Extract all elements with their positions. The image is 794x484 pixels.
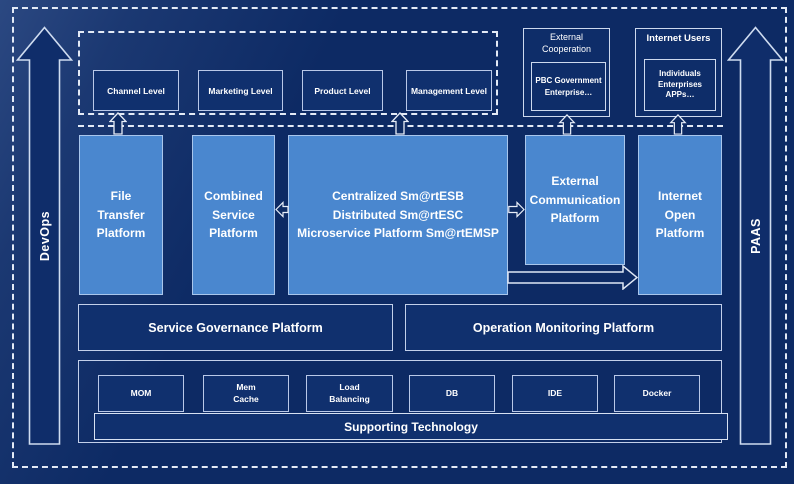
external-cooperation-members: PBC Government Enterprise… xyxy=(531,62,606,111)
external-cooperation-title: External Cooperation xyxy=(541,32,592,54)
up-arrow-paas-icon xyxy=(727,26,785,445)
level-box-marketing: Marketing Level xyxy=(198,70,283,111)
platform-internet-open: Internet Open Platform xyxy=(638,135,722,295)
paas-label: PAAS xyxy=(749,218,763,254)
up-arrow-icon xyxy=(558,114,576,135)
service-governance-platform-box: Service Governance Platform xyxy=(78,304,393,351)
right-arrow-icon xyxy=(508,201,525,218)
internet-users-box: Internet Users Individuals Enterprises A… xyxy=(635,28,722,117)
supporting-technology-bar: Supporting Technology xyxy=(94,413,728,440)
level-label: Marketing Level xyxy=(208,85,273,96)
platform-central-esb: Centralized Sm@rtESB Distributed Sm@rtES… xyxy=(288,135,508,295)
up-arrow-icon xyxy=(109,112,127,135)
operation-monitoring-platform-box: Operation Monitoring Platform xyxy=(405,304,722,351)
external-cooperation-box: External Cooperation PBC Government Ente… xyxy=(523,28,610,117)
devops-label: DevOps xyxy=(38,210,52,262)
internet-users-title: Internet Users xyxy=(646,33,711,44)
tech-box-load-balancing: Load Balancing xyxy=(306,375,393,412)
internet-users-members: Individuals Enterprises APPs… xyxy=(644,59,716,111)
platform-external-communication: External Communication Platform xyxy=(525,135,625,265)
up-arrow-devops-icon xyxy=(16,26,74,445)
level-box-channel: Channel Level xyxy=(93,70,179,111)
left-arrow-icon xyxy=(275,201,289,218)
platform-combined-service: Combined Service Platform xyxy=(192,135,275,295)
level-box-product: Product Level xyxy=(302,70,383,111)
paas-rail: PAAS xyxy=(727,26,785,446)
tech-box-docker: Docker xyxy=(614,375,700,412)
supporting-technology-frame: MOM Mem Cache Load Balancing DB IDE Dock… xyxy=(78,360,722,443)
up-arrow-icon xyxy=(669,114,687,135)
tech-box-db: DB xyxy=(409,375,495,412)
up-arrow-icon xyxy=(391,112,409,135)
level-label: Channel Level xyxy=(107,85,165,96)
level-box-management: Management Level xyxy=(406,70,492,111)
level-label: Management Level xyxy=(410,85,488,96)
long-right-arrow-icon xyxy=(507,265,638,290)
level-label: Product Level xyxy=(314,85,371,96)
platform-file-transfer: File Transfer Platform xyxy=(79,135,163,295)
tech-box-mom: MOM xyxy=(98,375,184,412)
business-levels-frame: Channel Level Marketing Level Product Le… xyxy=(78,31,498,115)
devops-rail: DevOps xyxy=(16,26,74,446)
tech-box-ide: IDE xyxy=(512,375,598,412)
tech-box-mem-cache: Mem Cache xyxy=(203,375,289,412)
outer-dashed-frame xyxy=(12,7,787,468)
